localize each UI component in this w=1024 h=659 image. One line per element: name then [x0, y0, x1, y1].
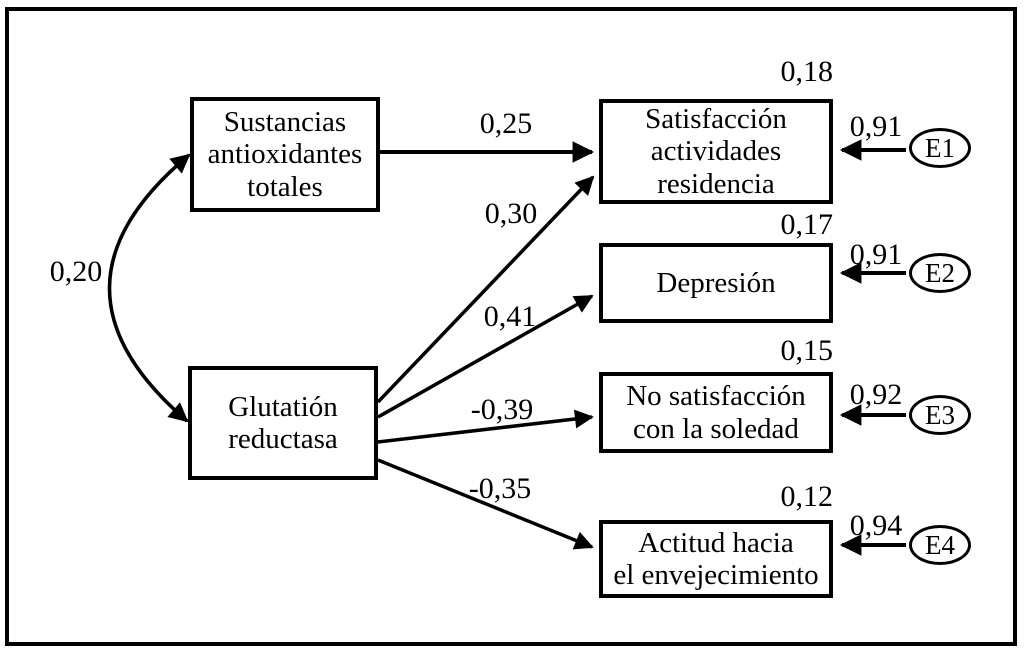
r2-label-actitud: 0,12 — [780, 480, 834, 513]
r2-label-soledad: 0,15 — [780, 334, 834, 367]
outer-border — [5, 7, 1017, 646]
error-weight-e1: 0,91 — [849, 110, 903, 143]
coef-glutation-actitud: -0,35 — [468, 472, 532, 505]
node-satisfaccion-actividades: Satisfacción actividades residencia — [599, 99, 833, 204]
path-arrow-glutation-depresion — [377, 294, 594, 419]
error-weight-e4: 0,94 — [849, 509, 903, 542]
node-no-satisfaccion-soledad: No satisfacción con la soledad — [599, 372, 833, 453]
path-arrow-glutation-satisfaccion — [376, 175, 595, 404]
r2-label-satisfaccion: 0,18 — [780, 55, 834, 88]
covariance-arrow — [107, 153, 191, 423]
node-sustancias-antioxidantes: Sustancias antioxidantes totales — [190, 97, 380, 212]
error-weight-e2: 0,91 — [849, 238, 903, 271]
error-weight-e3: 0,92 — [849, 378, 903, 411]
path-arrow-glutation-actitud — [377, 458, 594, 550]
covariance-label: 0,20 — [49, 255, 103, 288]
error-node-e1: E1 — [909, 128, 971, 168]
coef-glutation-soledad: -0,39 — [470, 393, 534, 426]
r2-label-depresion: 0,17 — [780, 208, 834, 241]
error-node-e4: E4 — [909, 525, 971, 565]
node-depresion: Depresión — [599, 243, 833, 323]
error-node-e3: E3 — [909, 395, 971, 435]
node-glutation-reductasa: Glutatión reductasa — [188, 366, 378, 480]
coef-sustancias-satisfaccion: 0,25 — [479, 107, 533, 140]
coef-glutation-depresion: 0,41 — [483, 300, 537, 333]
node-actitud-envejecimiento: Actitud hacia el envejecimiento — [599, 520, 833, 598]
error-node-e2: E2 — [909, 253, 971, 293]
path-arrow-glutation-soledad — [377, 409, 594, 444]
coef-glutation-satisfaccion: 0,30 — [484, 197, 538, 230]
